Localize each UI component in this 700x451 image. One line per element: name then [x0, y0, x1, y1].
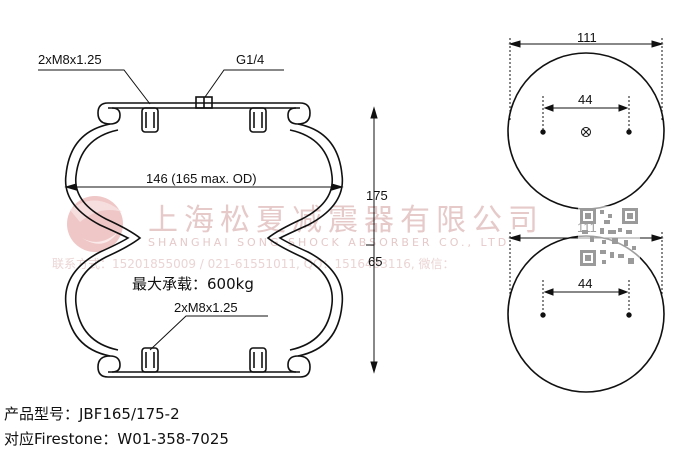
min-height-label: 65: [368, 254, 382, 269]
width-dim-label: 146 (165 max. OD): [146, 171, 257, 186]
top-plate-view: [507, 52, 665, 210]
width-dimension: [64, 183, 344, 191]
thread-bottom-label: 2xM8x1.25: [174, 300, 238, 315]
air-spring-outline: [64, 96, 344, 378]
leader-lines: [38, 69, 284, 351]
air-port-label: G1/4: [236, 52, 264, 67]
watermark-logo: [67, 196, 123, 252]
bottom-plate-details: [508, 232, 664, 318]
firestone-reference-line: 对应Firestone：W01-358-7025: [4, 430, 229, 448]
height-dim-label: 175: [366, 188, 388, 203]
thread-top-label: 2xM8x1.25: [38, 52, 102, 67]
bolt-spacing-top-label: 44: [578, 92, 592, 107]
top-plate-details: [508, 38, 664, 137]
qr-code-image: [578, 206, 640, 268]
bolt-spacing-bottom-label: 44: [578, 276, 592, 291]
watermark-contact: 联系方式：15201855009 / 021-61551011, QQ：1516…: [52, 256, 454, 271]
watermark-company-cn: 上海松夏减震器有限公司: [148, 203, 544, 238]
height-dimension: [366, 106, 378, 374]
max-load-label: 最大承载：600kg: [132, 275, 254, 293]
product-model-line: 产品型号：JBF165/175-2: [4, 405, 180, 423]
watermark-company-en: SHANGHAI SONG SHOCK ABSORBER CO., LTD: [148, 236, 509, 249]
plate-dia-top-label: 111: [577, 30, 597, 45]
